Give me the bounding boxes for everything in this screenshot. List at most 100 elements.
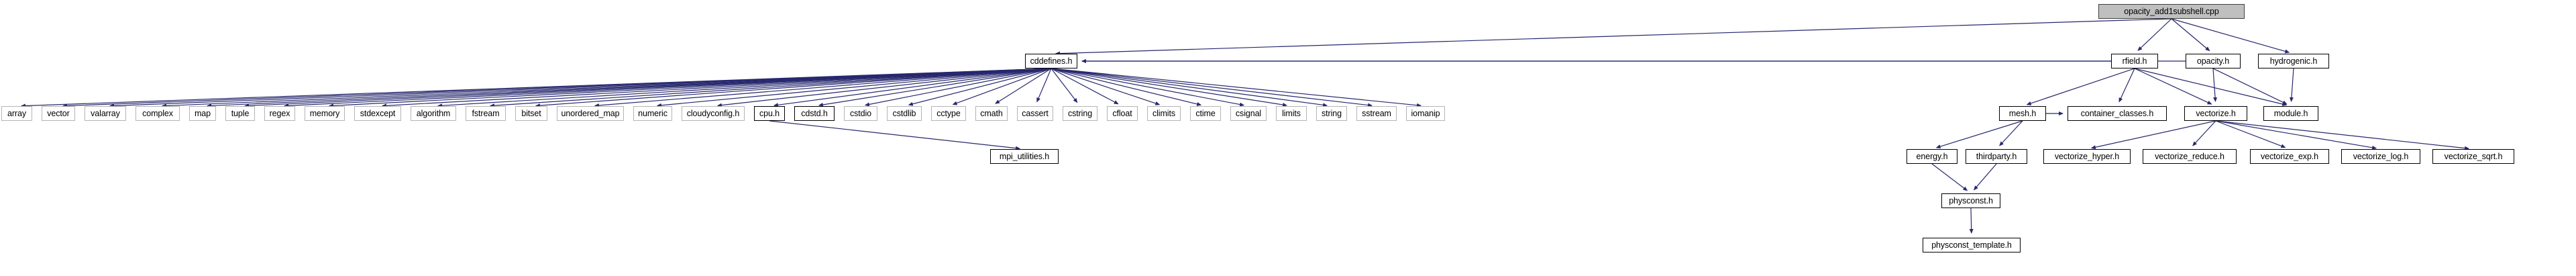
graph-node-cstdio: cstdio: [844, 106, 877, 121]
graph-edge-vectorize-to-vectorize_sqrt: [2215, 120, 2470, 150]
graph-node-label: climits: [1152, 108, 1176, 118]
graph-node-bitset: bitset: [515, 106, 547, 121]
graph-node-label: regex: [269, 108, 290, 118]
graph-node-numeric: numeric: [633, 106, 672, 121]
graph-node-complex: complex: [136, 106, 180, 121]
graph-node-cdstd[interactable]: cdstd.h: [794, 106, 835, 121]
graph-node-cctype: cctype: [931, 106, 966, 121]
graph-node-label: mesh.h: [2008, 108, 2037, 118]
graph-node-label: cstdio: [849, 108, 872, 118]
graph-edge-cddefines-to-sstream: [1051, 68, 1373, 107]
graph-node-algorithm: algorithm: [411, 106, 456, 121]
graph-node-label: vectorize_reduce.h: [2155, 151, 2224, 161]
graph-edge-cddefines-to-cassert: [1036, 68, 1052, 103]
graph-node-fstream: fstream: [466, 106, 506, 121]
graph-edge-cddefines-to-cctype: [952, 68, 1052, 105]
graph-node-label: fstream: [472, 108, 500, 118]
graph-edge-cddefines-to-string: [1051, 68, 1328, 107]
graph-node-label: cdstd.h: [801, 108, 828, 118]
graph-node-csignal: csignal: [1230, 106, 1267, 121]
graph-node-label: algorithm: [416, 108, 451, 118]
graph-edge-cddefines-to-complex: [161, 68, 1052, 108]
graph-node-opacity[interactable]: opacity.h: [2186, 54, 2241, 68]
graph-node-cddefines[interactable]: cddefines.h: [1025, 54, 1077, 68]
graph-edge-cddefines-to-bitset: [535, 68, 1052, 108]
graph-edge-vectorize-to-vectorize_log: [2215, 120, 2377, 150]
graph-node-label: tuple: [231, 108, 250, 118]
graph-node-energy[interactable]: energy.h: [1907, 149, 1957, 164]
graph-node-vectorize_sqrt[interactable]: vectorize_sqrt.h: [2432, 149, 2514, 164]
graph-node-label: cpu.h: [759, 108, 780, 118]
graph-node-mesh[interactable]: mesh.h: [1999, 106, 2046, 121]
graph-edge-mesh-to-energy: [1935, 120, 2023, 149]
graph-node-tuple: tuple: [225, 106, 255, 121]
graph-edge-root-to-opacity: [2171, 18, 2210, 52]
graph-node-cstring: cstring: [1063, 106, 1097, 121]
graph-node-thirdparty[interactable]: thirdparty.h: [1966, 149, 2027, 164]
graph-node-unordered_map: unordered_map: [557, 106, 624, 121]
graph-node-label: limits: [1282, 108, 1301, 118]
graph-node-label: thirdparty.h: [1976, 151, 2017, 161]
graph-node-label: valarray: [91, 108, 120, 118]
graph-node-vectorize_exp[interactable]: vectorize_exp.h: [2250, 149, 2329, 164]
graph-node-label: vectorize_sqrt.h: [2444, 151, 2503, 161]
graph-edge-root-to-hydrogenic: [2171, 18, 2290, 54]
graph-edge-cddefines-to-numeric: [656, 68, 1052, 107]
graph-node-label: iomanip: [1411, 108, 1440, 118]
graph-node-label: array: [7, 108, 26, 118]
graph-node-label: unordered_map: [561, 108, 620, 118]
graph-node-label: numeric: [638, 108, 667, 118]
graph-node-physconst[interactable]: physconst.h: [1941, 193, 2000, 208]
graph-node-label: ctime: [1195, 108, 1216, 118]
graph-node-climits: climits: [1147, 106, 1181, 121]
graph-edge-rfield-to-container_classes: [2118, 68, 2135, 103]
graph-node-cstdlib: cstdlib: [887, 106, 922, 121]
graph-node-vectorize_hyper[interactable]: vectorize_hyper.h: [2043, 149, 2131, 164]
graph-node-label: vectorize_log.h: [2353, 151, 2409, 161]
graph-edge-cddefines-to-fstream: [489, 68, 1052, 108]
graph-edge-cddefines-to-memory: [328, 68, 1052, 108]
graph-node-vectorize_reduce[interactable]: vectorize_reduce.h: [2143, 149, 2237, 164]
graph-node-vectorize_log[interactable]: vectorize_log.h: [2341, 149, 2420, 164]
graph-node-sstream: sstream: [1356, 106, 1397, 121]
graph-node-label: hydrogenic.h: [2269, 56, 2318, 66]
graph-edge-cddefines-to-tuple: [244, 68, 1052, 108]
graph-node-module[interactable]: module.h: [2263, 106, 2318, 121]
graph-node-label: string: [1322, 108, 1342, 118]
graph-edge-cddefines-to-array: [20, 68, 1052, 108]
graph-node-physconst_template[interactable]: physconst_template.h: [1923, 238, 2021, 252]
graph-edge-cddefines-to-cfloat: [1051, 68, 1119, 105]
graph-edge-cddefines-to-climits: [1051, 68, 1161, 105]
graph-node-rfield[interactable]: rfield.h: [2111, 54, 2158, 68]
graph-edge-hydrogenic-to-module: [2289, 68, 2294, 103]
graph-node-label: rfield.h: [2122, 56, 2147, 66]
graph-node-mpi_utilities[interactable]: mpi_utilities.h: [990, 149, 1059, 164]
graph-node-root[interactable]: opacity_add1subshell.cpp: [2098, 4, 2245, 19]
graph-node-container_classes[interactable]: container_classes.h: [2068, 106, 2167, 121]
graph-node-label: physconst.h: [1949, 195, 1993, 205]
graph-edge-cddefines-to-stdexcept: [381, 68, 1052, 108]
graph-node-label: cstring: [1067, 108, 1093, 118]
graph-edge-opacity-to-module: [2212, 68, 2288, 105]
graph-node-label: csignal: [1235, 108, 1262, 118]
graph-node-label: vectorize.h: [2196, 108, 2236, 118]
graph-node-label: cloudyconfig.h: [686, 108, 740, 118]
graph-edge-cddefines-to-unordered_map: [594, 68, 1052, 107]
graph-node-label: cddefines.h: [1030, 56, 1073, 66]
graph-node-label: bitset: [521, 108, 541, 118]
graph-edge-rfield-to-vectorize: [2134, 68, 2212, 105]
graph-node-label: vector: [47, 108, 70, 118]
graph-edge-rfield-to-module: [2134, 68, 2288, 106]
graph-node-cpu[interactable]: cpu.h: [754, 106, 785, 121]
graph-node-memory: memory: [305, 106, 345, 121]
graph-node-label: stdexcept: [360, 108, 396, 118]
graph-edge-cddefines-to-cdstd: [818, 68, 1052, 107]
graph-node-iomanip: iomanip: [1406, 106, 1445, 121]
graph-edge-vectorize-to-vectorize_exp: [2215, 120, 2286, 148]
graph-node-label: vectorize_exp.h: [2260, 151, 2319, 161]
graph-edge-cddefines-to-valarray: [109, 68, 1052, 108]
graph-edge-cddefines-to-regex: [283, 68, 1052, 108]
graph-node-vectorize[interactable]: vectorize.h: [2184, 106, 2247, 121]
graph-node-hydrogenic[interactable]: hydrogenic.h: [2258, 54, 2329, 68]
